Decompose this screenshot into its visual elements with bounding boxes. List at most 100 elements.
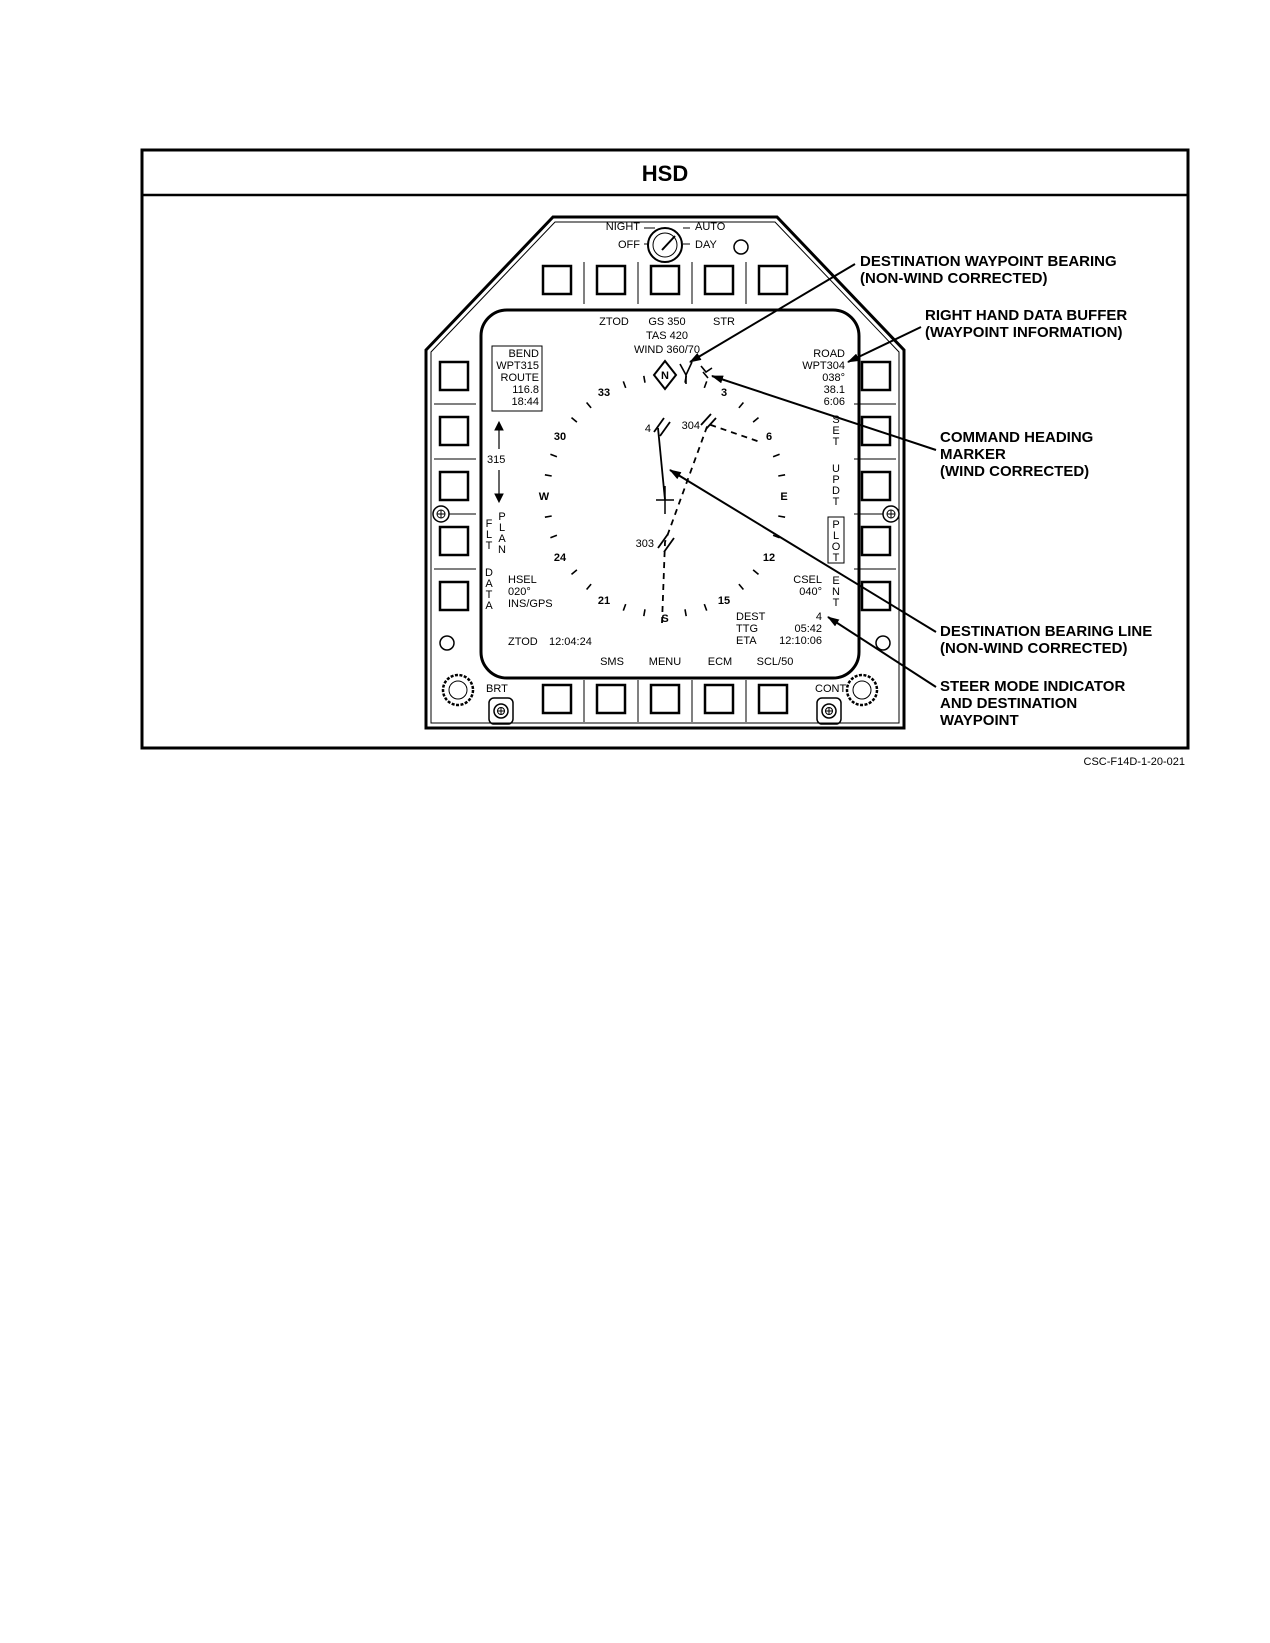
right-pushbutton-2[interactable] (860, 415, 892, 447)
compass-3: 3 (721, 387, 727, 399)
callout-rh-buffer-1: RIGHT HAND DATA BUFFER (925, 307, 1127, 324)
top-label-gs[interactable]: GS 350 (648, 316, 685, 328)
figure-title: HSD (642, 161, 688, 186)
right-pushbutton-4[interactable] (860, 525, 892, 557)
bottom-pushbutton-1[interactable] (541, 683, 573, 715)
right-pushbutton-3[interactable] (860, 470, 892, 502)
compass-tick (550, 534, 558, 539)
flt-letter: L (486, 529, 492, 541)
top-pushbutton-3[interactable] (649, 264, 681, 296)
top-pushbutton-5[interactable] (757, 264, 789, 296)
brt-label: BRT (486, 683, 508, 695)
compass-e: E (780, 491, 787, 503)
top-label-ztod[interactable]: ZTOD (599, 316, 629, 328)
dest-label: DEST (736, 611, 766, 623)
range-scale-arrow (494, 420, 504, 504)
data-letter: A (485, 578, 493, 590)
bottom-pushbutton-2[interactable] (595, 683, 627, 715)
flt-letter: F (486, 518, 493, 530)
left-pushbutton-4[interactable] (438, 525, 470, 557)
waypoint-303-marker (657, 533, 675, 553)
callout-dest-bearing-1: DESTINATION WAYPOINT BEARING (860, 253, 1117, 270)
compass-tick (772, 534, 780, 539)
compass-33: 33 (598, 387, 610, 399)
mfd-bezel (424, 215, 906, 730)
callout-cmd-heading-1: COMMAND HEADING (940, 429, 1093, 446)
callout-bearing-line-1: DESTINATION BEARING LINE (940, 623, 1152, 640)
bottom-label-menu[interactable]: MENU (649, 656, 681, 668)
hsel-source: INS/GPS (508, 598, 553, 610)
right-pushbutton-1[interactable] (860, 360, 892, 392)
left-pushbutton-1[interactable] (438, 360, 470, 392)
cont-label: CONT (815, 683, 846, 695)
figure-id: CSC-F14D-1-20-021 (1084, 756, 1185, 768)
north-marker (652, 359, 678, 391)
figure-frame (140, 148, 1190, 750)
compass-tick (544, 515, 552, 518)
callout-dest-bearing-2: (NON-WIND CORRECTED) (860, 270, 1047, 287)
left-pushbutton-2[interactable] (438, 415, 470, 447)
compass-tick (752, 569, 760, 576)
callout-steer-mode-1: STEER MODE INDICATOR (940, 678, 1125, 695)
waypoint-304-marker (700, 413, 717, 430)
right-buffer-line-4: 38.1 (824, 384, 845, 396)
callout-leaders (669, 263, 937, 688)
csel-value: 040° (799, 586, 822, 598)
hsel-label: HSEL (508, 574, 537, 586)
compass-tick (778, 474, 786, 477)
bottom-pushbutton-4[interactable] (703, 683, 735, 715)
left-buffer-line-3: ROUTE (501, 372, 540, 384)
bottom-label-ecm[interactable]: ECM (708, 656, 732, 668)
data-letter: T (486, 589, 493, 601)
bottom-pushbutton-5[interactable] (757, 683, 789, 715)
right-buffer-line-2: WPT304 (802, 360, 845, 372)
compass-tick (778, 515, 786, 518)
left-pushbutton-3[interactable] (438, 470, 470, 502)
knob-day-label: DAY (695, 239, 717, 251)
top-pushbutton-4[interactable] (703, 264, 735, 296)
plan-letter: P (498, 511, 505, 523)
compass-tick (570, 416, 578, 423)
compass-tick (570, 569, 578, 576)
plan-letter: A (498, 533, 506, 545)
leader-steer-mode (827, 616, 937, 688)
ttg-label: TTG (736, 623, 758, 635)
left-data-buffer-box (491, 345, 543, 412)
hsel-value: 020° (508, 586, 531, 598)
csel-label: CSEL (793, 574, 822, 586)
ent-letter: E (832, 575, 839, 587)
callout-rh-buffer-2: (WAYPOINT INFORMATION) (925, 324, 1123, 341)
right-buffer-line-3: 038° (822, 372, 845, 384)
plan-letter: L (499, 522, 505, 534)
callout-steer-mode-3: WAYPOINT (940, 712, 1019, 729)
cont-knob[interactable] (845, 673, 879, 707)
command-heading-marker (700, 365, 713, 379)
left-pushbutton-5[interactable] (438, 580, 470, 612)
top-pushbutton-2[interactable] (595, 264, 627, 296)
brightness-mode-knob[interactable] (644, 227, 690, 263)
brt-knob[interactable] (441, 673, 475, 707)
eta-label: ETA (736, 635, 757, 647)
ent-letter: T (833, 597, 840, 609)
tas-readout: TAS 420 (646, 330, 688, 342)
set-letter: E (832, 425, 839, 437)
bottom-label-scl[interactable]: SCL/50 (757, 656, 794, 668)
leader-dest-bearing (689, 263, 856, 363)
plot-box (827, 516, 845, 564)
ttg-value: 05:42 (794, 623, 822, 635)
waypoint-304-label: 304 (682, 420, 700, 432)
plan-letter: N (498, 544, 506, 556)
top-pushbutton-1[interactable] (541, 264, 573, 296)
top-label-str[interactable]: STR (713, 316, 735, 328)
plot-letter: O (832, 541, 841, 553)
compass-tick (703, 603, 708, 611)
bottom-label-sms[interactable]: SMS (600, 656, 624, 668)
bottom-pushbutton-3[interactable] (649, 683, 681, 715)
